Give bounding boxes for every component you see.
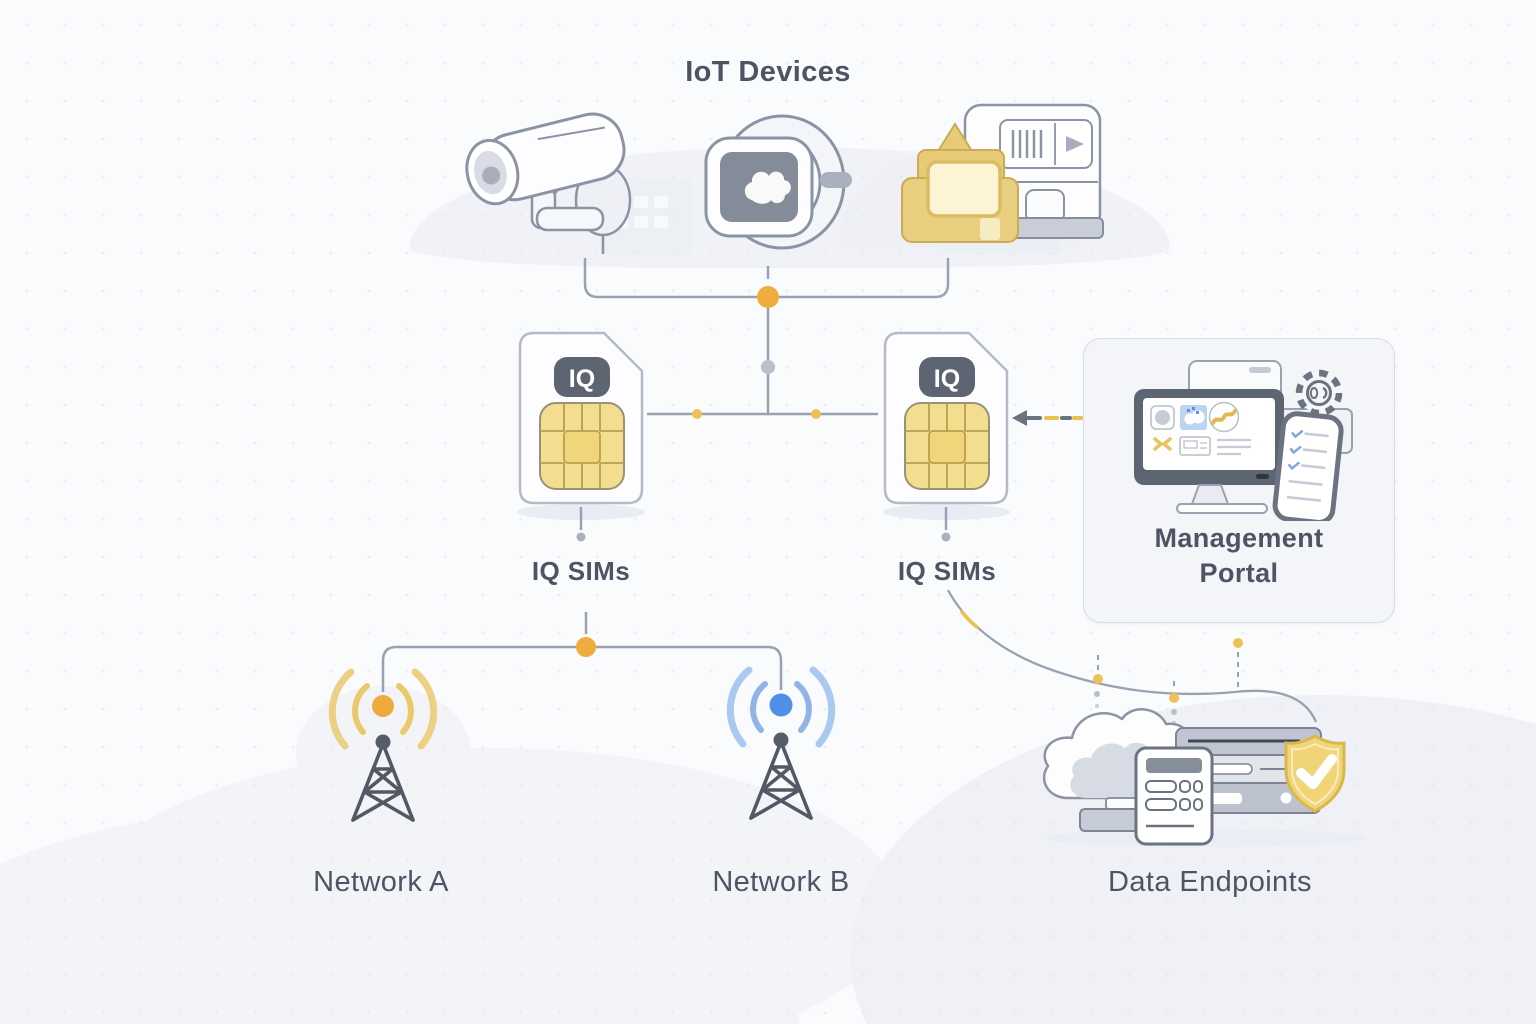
iq-badge: [554, 357, 610, 397]
sim-right-label: IQ SIMs: [897, 556, 997, 586]
iq-badge: [919, 357, 975, 397]
network-a-label: Network A: [313, 866, 449, 898]
network-b-label: Network B: [712, 866, 850, 898]
network-a-dot: [372, 695, 394, 717]
sim-chip: [904, 402, 990, 490]
iq-badge-label: IQ: [934, 365, 960, 393]
sim-card-left-icon: IQ: [518, 331, 644, 505]
edge-portal-to-sim: [1012, 410, 1083, 426]
flow-dot-gold: [692, 409, 702, 419]
data-endpoints-label: Data Endpoints: [1108, 866, 1312, 898]
dashed-drops: [1097, 652, 1239, 691]
flow-dot-gold: [811, 409, 821, 419]
portal-label-line2: Portal: [1199, 558, 1279, 588]
security-camera-icon: [465, 112, 632, 254]
arrowhead-left: [1012, 410, 1027, 426]
stem-dot: [941, 532, 951, 542]
edge-sim-to-endpoints: [946, 589, 1318, 723]
portal-label-line1: Management: [1154, 523, 1324, 553]
junction-dot-gray: [761, 360, 775, 374]
curve-gold-dash: [960, 610, 979, 629]
drop-dot-gold: [1093, 674, 1103, 684]
sim-card-right-icon: IQ: [883, 331, 1009, 505]
play-icon: [1066, 136, 1084, 152]
portal-label: Management Portal: [1084, 521, 1394, 591]
watch-app-icon: [744, 171, 791, 204]
sim-label-stems: [579, 507, 948, 530]
shield-check-icon: [1284, 734, 1346, 813]
gear-icon: [1295, 369, 1343, 417]
junction-dot-amber: [576, 637, 596, 657]
sim-left-label: IQ SIMs: [531, 556, 631, 586]
stem-dot: [576, 532, 586, 542]
drop-dot-gold: [1233, 638, 1243, 648]
drop-dot-gray: [1094, 691, 1100, 697]
goods-stack-icon: [901, 122, 1019, 243]
phone-checklist-icon: [1272, 411, 1344, 521]
page-title: IoT Devices: [685, 56, 851, 88]
drop-dot-gray: [1171, 709, 1177, 715]
cell-tower-a-icon: [328, 668, 438, 822]
portal-illustration: [1134, 360, 1353, 521]
iq-badge-label: IQ: [569, 365, 595, 393]
cell-tower-b-icon: [726, 666, 836, 820]
data-endpoints-icons: [1042, 708, 1346, 846]
drop-dot-gray: [1095, 704, 1099, 708]
drop-dot-gold: [1169, 693, 1179, 703]
junction-dot-amber: [757, 286, 779, 308]
desktop-dashboard-icon: [1134, 389, 1284, 514]
sim-chip: [539, 402, 625, 490]
network-b-dot: [769, 693, 793, 717]
smartwatch-icon: [704, 114, 852, 250]
vending-machine-icon: [901, 103, 1104, 243]
management-portal-card: Management Portal: [1083, 338, 1395, 623]
data-card-icon: [1134, 746, 1214, 846]
